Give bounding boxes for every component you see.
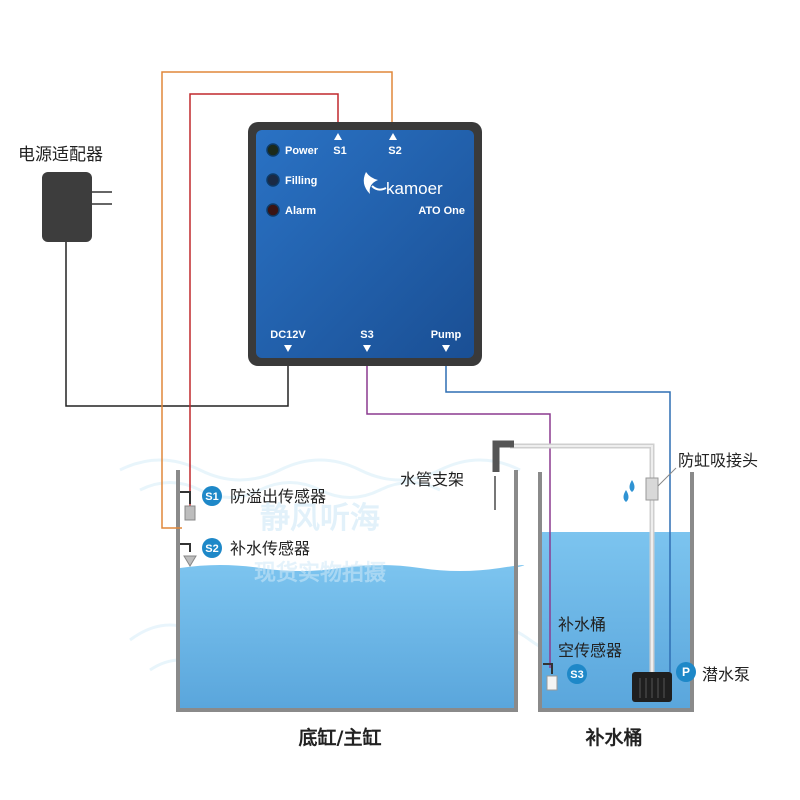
port-pump-arrow-icon: [442, 345, 450, 352]
refill-tank-empty-sensor-label-line2: 空传感器: [558, 641, 622, 660]
watermark-line2: 现货实物拍摄: [254, 560, 387, 586]
power-adapter-label: 电源适配器: [18, 145, 103, 165]
badge-p: P: [676, 662, 696, 682]
refill-tank-empty-sensor-label-line1: 补水桶: [558, 615, 606, 634]
badge-s1-label: S1: [205, 491, 218, 503]
refill-tank-walls: [538, 472, 694, 712]
water-droplet-icon: [623, 480, 635, 502]
wire-s3: [366, 366, 551, 668]
port-pump-label: Pump: [431, 329, 462, 341]
indicator-power-label: Power: [285, 145, 319, 157]
badge-s2-label: S2: [205, 543, 218, 555]
overflow-sensor-label: 防溢出传感器: [230, 487, 326, 506]
badge-s2: S2: [202, 538, 222, 558]
main-tank-walls: [176, 470, 518, 712]
pipe-holder-label: 水管支架: [400, 470, 464, 489]
power-indicator-icon: [266, 143, 280, 157]
brand-label: kamoer: [386, 179, 443, 198]
refill-sensor-label: 补水传感器: [230, 539, 310, 558]
port-s1-label: S1: [333, 145, 346, 157]
filling-indicator-icon: [266, 173, 280, 187]
port-dc12v-label: DC12V: [270, 329, 306, 341]
port-dc12v-arrow-icon: [284, 345, 292, 352]
model-label: ATO One: [418, 205, 465, 217]
sensor-s3-icon: [543, 663, 558, 691]
badge-s3: S3: [567, 664, 587, 684]
wire-s2: [161, 71, 393, 529]
sensor-s2-icon: [180, 543, 197, 567]
power-adapter-body: [42, 172, 92, 242]
ato-controller: Power Filling Alarm S1 S2 kamoer ATO One…: [248, 122, 482, 366]
badge-p-label: P: [682, 665, 690, 679]
port-s2-label: S2: [388, 145, 401, 157]
alarm-indicator-icon: [266, 203, 280, 217]
sump-main-tank-label: 底缸/主缸: [299, 726, 382, 749]
port-s1-arrow-icon: [334, 133, 342, 140]
watermark-line1: 静风听海: [260, 501, 380, 536]
main-tank-water: [180, 565, 525, 708]
submersible-pump-label: 潜水泵: [702, 665, 750, 684]
anti-siphon-fitting: [645, 477, 659, 501]
pipe-holder: [492, 440, 514, 472]
indicator-alarm-label: Alarm: [285, 205, 316, 217]
port-s3-label: S3: [360, 329, 373, 341]
refill-tank-label: 补水桶: [585, 726, 642, 749]
sensor-s1-icon: [180, 491, 196, 521]
kamoer-logo-icon: [363, 172, 387, 194]
badge-s3-label: S3: [570, 669, 583, 681]
wire-pump: [445, 366, 671, 672]
indicator-filling-label: Filling: [285, 175, 317, 187]
anti-siphon-label: 防虹吸接头: [678, 451, 758, 470]
port-s2-arrow-icon: [389, 133, 397, 140]
port-s3-arrow-icon: [363, 345, 371, 352]
wire-s1: [189, 93, 339, 508]
badge-s1: S1: [202, 486, 222, 506]
wire-power: [65, 242, 289, 407]
